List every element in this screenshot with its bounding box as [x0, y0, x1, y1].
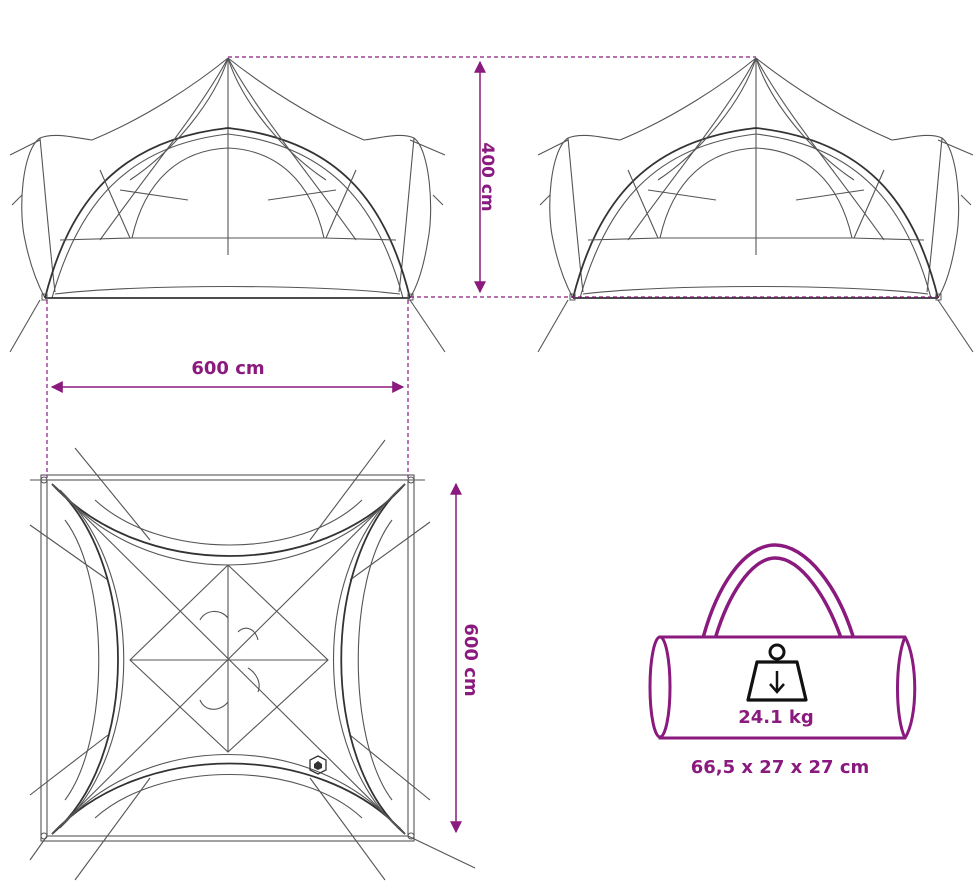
tent-top-view	[29, 439, 476, 881]
tent-front-view-right	[537, 57, 974, 353]
height-label: 400 cm	[477, 142, 497, 211]
weight-icon	[746, 643, 808, 702]
bag-size-label: 66,5 x 27 x 27 cm	[691, 757, 870, 778]
brand-logo-icon	[309, 755, 327, 775]
depth-dimension: 600 cm	[450, 482, 481, 834]
carry-bag-icon	[648, 543, 917, 740]
height-dimension: 400 cm	[228, 56, 938, 298]
width-dimension: 600 cm	[46, 300, 409, 478]
width-label: 600 cm	[191, 358, 264, 379]
tent-front-view-left	[9, 57, 446, 353]
depth-label: 600 cm	[460, 623, 481, 696]
bag-weight-label: 24.1 kg	[738, 707, 814, 728]
